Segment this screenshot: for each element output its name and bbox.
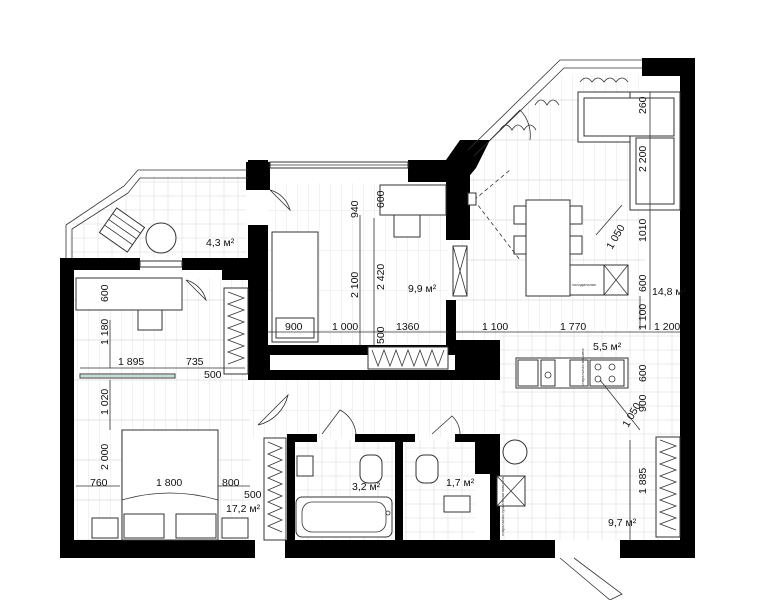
balcony-railing — [65, 169, 248, 258]
dim-1000: 1 000 — [332, 321, 358, 333]
sofa — [577, 91, 681, 211]
wc-toilet — [415, 454, 439, 484]
dim-1895: 1 895 — [118, 356, 144, 368]
area-bedroom-main: 17,2 м² — [226, 503, 261, 515]
chair-left — [137, 309, 163, 331]
dimension-lines — [76, 92, 680, 540]
dim-1200: 1 200 — [654, 321, 680, 333]
main-bed — [121, 429, 219, 541]
round-table — [502, 439, 528, 465]
area-corridor: 9,7 м² — [608, 517, 637, 529]
desk-left — [75, 277, 183, 311]
dim-1360: 1360 — [396, 321, 420, 333]
dim-500-mid: 500 — [375, 326, 387, 344]
fridge-label: холодильник — [572, 282, 596, 287]
dim-600-fridge: 600 — [637, 274, 649, 292]
bath-sink — [296, 455, 314, 477]
dim-760: 760 — [90, 477, 108, 489]
dim-2200: 2 200 — [637, 146, 649, 172]
dim-900-bed: 900 — [285, 321, 303, 333]
balcony-lounger — [98, 207, 146, 253]
balcony-table — [145, 222, 177, 254]
entrance-door — [559, 557, 623, 600]
area-wc: 1,7 м² — [446, 477, 475, 489]
dim-1010: 1010 — [637, 218, 649, 242]
dining-table — [525, 199, 571, 297]
dim-735: 735 — [186, 356, 204, 368]
area-hall: 5,5 м² — [593, 341, 622, 353]
dim-1885: 1 885 — [637, 468, 649, 494]
door-left-bedroom — [185, 279, 207, 302]
dim-1100-v: 1 100 — [637, 304, 649, 330]
dim-2000: 2 000 — [99, 444, 111, 470]
dim-1100-h: 1 100 — [482, 321, 508, 333]
area-labels: 4,3 м² 9,9 м² 14,8 м² 5,5 м² 3,2 м² 1,7 … — [206, 237, 687, 529]
dim-940: 940 — [349, 200, 361, 218]
washer-label: стиральная машина — [580, 348, 585, 386]
area-bathroom: 3,2 м² — [352, 481, 381, 493]
dim-1180: 1 180 — [99, 319, 111, 345]
dim-2420: 2 420 — [375, 264, 387, 290]
dim-600-kitchen: 600 — [637, 364, 649, 382]
desk-mid — [379, 184, 447, 216]
dimension-texts: 600 1 180 1 895 735 500 1 020 2 000 760 … — [90, 96, 680, 501]
kitchen-counter — [515, 357, 629, 389]
dim-2100: 2 100 — [349, 272, 361, 298]
dim-800: 800 — [222, 477, 240, 489]
dim-1020: 1 020 — [99, 389, 111, 415]
windows — [139, 59, 642, 268]
wc-sink — [443, 495, 471, 513]
dim-600-desk-mid: 600 — [375, 190, 387, 208]
fridge — [569, 264, 605, 296]
dim-500-bed: 500 — [244, 489, 262, 501]
walls — [60, 58, 695, 558]
appliance-labels: холодильник стиральная машина стиральная… — [500, 282, 596, 536]
area-bedroom-small: 9,9 м² — [408, 283, 437, 295]
dim-260: 260 — [637, 96, 649, 114]
area-living-kitchen: 14,8 м² — [652, 286, 687, 298]
dim-500-left: 500 — [204, 369, 222, 381]
dim-600-desk-left: 600 — [99, 284, 111, 302]
area-balcony: 4,3 м² — [206, 237, 235, 249]
bath-toilet — [359, 454, 383, 484]
dim-1770: 1 770 — [560, 321, 586, 333]
dim-900-kitchen: 900 — [637, 394, 649, 412]
furniture — [75, 77, 681, 600]
bathtub — [295, 496, 393, 538]
dim-1800: 1 800 — [156, 477, 182, 489]
dryer-label: стиральная сушильная машина — [500, 476, 505, 536]
